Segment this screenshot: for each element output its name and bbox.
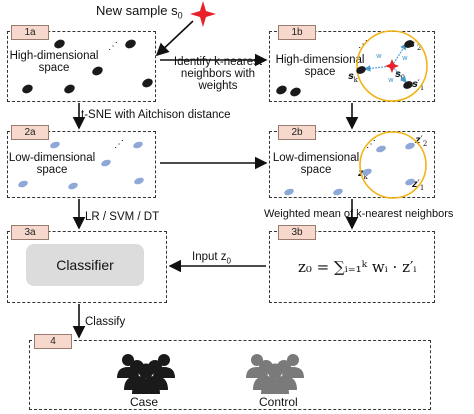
panel-1a-title-line2: space <box>38 62 70 74</box>
panel-2b-title-line1: Low-dimensional <box>272 152 360 164</box>
input-z0-label: Input z0 <box>192 251 231 267</box>
panel-3b-tag: 3b <box>278 225 316 240</box>
label-s0: 𝒔0 <box>395 69 406 82</box>
panel-1a-tag: 1a <box>11 25 49 40</box>
high-dim-point <box>140 77 155 89</box>
panel-4 <box>29 340 431 410</box>
ellipsis: ⋰ <box>366 139 376 150</box>
panel-4-tag: 4 <box>34 334 72 349</box>
ellipsis: ⋰ <box>108 41 118 52</box>
panel-1a: High-dimensional space ⋰ <box>7 31 156 102</box>
panel-1b-title-line2: space <box>304 66 336 78</box>
identify-line1: Identify k-nearest <box>173 56 263 68</box>
panel-2b: Low-dimensional space ⋰ <box>269 131 435 198</box>
low-dim-point <box>132 140 144 150</box>
label-z1: 𝒛′1 <box>412 179 425 192</box>
classifier-methods-label: LR / SVM / DT <box>85 211 160 223</box>
weighted-mean-formula: z₀ = ∑ᵢ₌₁ᵏ wᵢ · z′ᵢ <box>298 258 417 276</box>
classify-label: Classify <box>85 316 126 328</box>
panel-2a-title-line2: space <box>36 164 68 176</box>
label-s2: 𝒔′2 <box>409 39 422 52</box>
tsne-label: t-SNE with Aitchison distance <box>81 109 231 121</box>
panel-1a-title-line1: High-dimensional <box>9 50 99 62</box>
input-text: Input z <box>192 251 227 263</box>
identify-neighbors-label: Identify k-nearest neighbors with weight… <box>168 56 268 92</box>
input-subscript: 0 <box>226 256 231 266</box>
label-zk: 𝒛k <box>358 168 368 181</box>
panel-2a-tag: 2a <box>11 125 49 140</box>
low-dim-point <box>49 140 61 150</box>
panel-3b <box>269 231 435 303</box>
panel-1a-title: High-dimensional space <box>4 50 104 74</box>
label-z2: 𝒛′2 <box>415 135 428 148</box>
low-dim-point <box>17 179 29 189</box>
panel-2a: Low-dimensional space ⋰ <box>7 131 156 198</box>
panel-2a-title-line1: Low-dimensional <box>8 152 96 164</box>
panel-2b-title: Low-dimensional space <box>270 152 362 176</box>
panel-2a-title: Low-dimensional space <box>2 152 102 176</box>
panel-1b-title-line1: High-dimensional <box>275 54 365 66</box>
label-sk: 𝒔k <box>348 71 358 84</box>
identify-line2: neighbors with <box>180 68 256 80</box>
arrow-star-to-1a <box>155 20 194 57</box>
high-dim-point <box>52 38 67 50</box>
weighted-mean-label: Weighted mean of k-nearest neighbors <box>264 208 454 220</box>
ellipsis: ⋰ <box>358 39 368 50</box>
high-dim-point <box>274 84 289 96</box>
low-dim-point <box>67 181 79 191</box>
panel-2b-tag: 2b <box>278 125 316 140</box>
new-sample-label: New sample s0 <box>96 4 183 23</box>
new-sample-text: New sample s <box>96 3 178 18</box>
high-dim-point <box>20 83 35 95</box>
control-label: Control <box>259 395 298 409</box>
classifier-box: Classifier <box>26 244 144 286</box>
high-dim-point <box>288 86 303 98</box>
high-dim-point <box>123 38 138 50</box>
new-sample-star <box>190 1 216 27</box>
new-sample-subscript: 0 <box>177 10 183 21</box>
identify-line3: weights <box>198 80 238 92</box>
ellipsis: ⋰ <box>114 139 124 150</box>
panel-1b-title: High-dimensional space <box>270 54 370 78</box>
case-label: Case <box>130 395 159 409</box>
panel-1b-tag: 1b <box>278 25 316 40</box>
high-dim-point <box>62 83 77 95</box>
label-s1: 𝒔′1 <box>412 79 425 92</box>
panel-3a-tag: 3a <box>11 225 49 240</box>
low-dim-point <box>133 176 145 186</box>
panel-2b-title-line2: space <box>300 164 332 176</box>
